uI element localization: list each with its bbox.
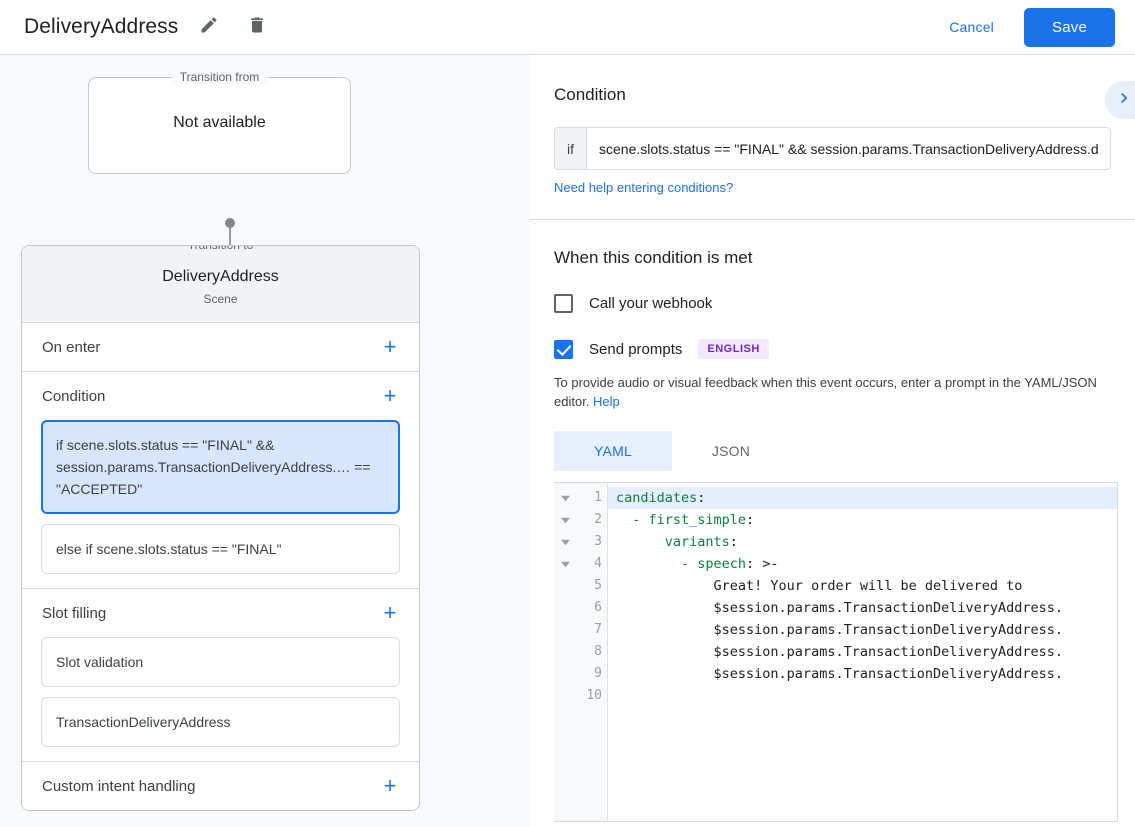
when-condition-met-block: When this condition is met Call your web… bbox=[530, 220, 1135, 471]
line-number: 2 bbox=[594, 512, 602, 527]
code-line: $session.params.TransactionDeliveryAddre… bbox=[616, 666, 1064, 682]
editor-format-tabs: YAML JSON bbox=[554, 431, 1111, 471]
call-webhook-label: Call your webhook bbox=[589, 295, 713, 312]
section-header: Condition + bbox=[22, 372, 419, 420]
condition-heading: Condition bbox=[554, 85, 626, 104]
panel-divider bbox=[530, 219, 1135, 220]
condition-list: if scene.slots.status == "FINAL" && sess… bbox=[22, 420, 419, 588]
yaml-editor[interactable]: 1 2 3 4 5 6 7 8 9 10 candidates: - first_simple: … bbox=[554, 482, 1118, 822]
section-title-slot-filling: Slot filling bbox=[42, 604, 107, 622]
cancel-button[interactable]: Cancel bbox=[933, 10, 1010, 44]
list-item[interactable]: TransactionDeliveryAddress bbox=[41, 697, 400, 747]
section-header: Slot filling + bbox=[22, 589, 419, 637]
chevron-right-icon bbox=[1114, 88, 1134, 113]
page-title: DeliveryAddress bbox=[24, 15, 179, 38]
transition-from-value: Not available bbox=[173, 114, 266, 131]
send-prompts-checkbox-row[interactable]: Send prompts ENGLISH bbox=[554, 339, 1111, 359]
fold-gutter-blank bbox=[554, 575, 576, 597]
prompts-help-link[interactable]: Help bbox=[593, 394, 620, 409]
line-number: 4 bbox=[594, 556, 602, 571]
section-custom-intent-handling: Custom intent handling + bbox=[22, 762, 419, 810]
section-on-enter: On enter + bbox=[22, 323, 419, 372]
code-line bbox=[608, 685, 1117, 707]
call-webhook-checkbox[interactable] bbox=[554, 294, 573, 313]
code-line: - first_simple: bbox=[616, 512, 755, 528]
transition-to-name: DeliveryAddress bbox=[162, 268, 279, 285]
language-badge: ENGLISH bbox=[698, 339, 769, 359]
add-slot-filling-button[interactable]: + bbox=[383, 600, 397, 625]
condition-input-group: if bbox=[554, 127, 1111, 170]
send-prompts-checkbox[interactable] bbox=[554, 339, 573, 359]
pencil-icon bbox=[199, 15, 219, 40]
save-button[interactable]: Save bbox=[1024, 7, 1115, 47]
line-number: 9 bbox=[594, 666, 602, 681]
left-panel: Transition from Not available Transition… bbox=[0, 55, 530, 827]
line-number: 10 bbox=[586, 688, 602, 703]
section-title-custom-intent: Custom intent handling bbox=[42, 777, 196, 795]
edit-name-button[interactable] bbox=[192, 10, 226, 44]
when-met-heading: When this condition is met bbox=[554, 248, 753, 267]
condition-help-link[interactable]: Need help entering conditions? bbox=[554, 180, 734, 195]
editor-fold-gutter bbox=[554, 483, 576, 821]
code-line: - speech: >- bbox=[616, 556, 779, 572]
right-panel: Condition if Need help entering conditio… bbox=[530, 55, 1135, 827]
fold-gutter-blank bbox=[554, 597, 576, 619]
condition-block: Condition if Need help entering conditio… bbox=[530, 55, 1135, 219]
delete-button[interactable] bbox=[240, 10, 274, 44]
list-item[interactable]: else if scene.slots.status == "FINAL" bbox=[41, 524, 400, 574]
fold-toggle-icon[interactable] bbox=[554, 531, 576, 553]
webhook-checkbox-row[interactable]: Call your webhook bbox=[554, 294, 1111, 313]
section-header: On enter + bbox=[22, 323, 419, 371]
line-number: 7 bbox=[594, 622, 602, 637]
add-condition-button[interactable]: + bbox=[383, 383, 397, 408]
line-number: 8 bbox=[594, 644, 602, 659]
editor-code-area[interactable]: candidates: - first_simple: variants: - … bbox=[608, 483, 1117, 821]
tab-json[interactable]: JSON bbox=[711, 443, 751, 459]
list-item[interactable]: Slot validation bbox=[41, 637, 400, 687]
transition-to-header: Transition to DeliveryAddress Scene bbox=[22, 246, 419, 323]
code-line: Great! Your order will be delivered to bbox=[616, 578, 1023, 594]
tab-yaml[interactable]: YAML bbox=[554, 431, 672, 471]
if-label: if bbox=[555, 128, 587, 169]
code-line: variants: bbox=[616, 534, 738, 550]
editor-line-numbers: 1 2 3 4 5 6 7 8 9 10 bbox=[576, 483, 608, 821]
trash-icon bbox=[247, 15, 267, 40]
collapse-panel-button[interactable] bbox=[1105, 81, 1135, 119]
code-line: $session.params.TransactionDeliveryAddre… bbox=[616, 644, 1064, 660]
fold-toggle-icon[interactable] bbox=[554, 487, 576, 509]
line-number: 3 bbox=[594, 534, 602, 549]
transition-from-legend: Transition from bbox=[171, 70, 268, 84]
fold-gutter-blank bbox=[554, 619, 576, 641]
section-slot-filling: Slot filling + Slot validation Transacti… bbox=[22, 589, 419, 762]
send-prompts-label: Send prompts bbox=[589, 340, 683, 358]
transition-from-box: Transition from Not available bbox=[88, 70, 351, 174]
fold-gutter-blank bbox=[554, 641, 576, 663]
section-header: Custom intent handling + bbox=[22, 762, 419, 810]
code-line: $session.params.TransactionDeliveryAddre… bbox=[616, 600, 1064, 616]
section-condition: Condition + if scene.slots.status == "FI… bbox=[22, 372, 419, 589]
add-on-enter-button[interactable]: + bbox=[383, 334, 397, 359]
section-title-condition: Condition bbox=[42, 387, 106, 405]
transition-to-type: Scene bbox=[203, 292, 238, 306]
transition-to-legend: Transition to bbox=[179, 246, 262, 252]
condition-expression-input[interactable] bbox=[587, 128, 1110, 169]
transition-to-panel: Transition to DeliveryAddress Scene On e… bbox=[21, 245, 420, 811]
code-line: $session.params.TransactionDeliveryAddre… bbox=[616, 622, 1064, 638]
list-item[interactable]: if scene.slots.status == "FINAL" && sess… bbox=[41, 420, 400, 514]
line-number: 5 bbox=[594, 578, 602, 593]
fold-toggle-icon[interactable] bbox=[554, 553, 576, 575]
section-title-on-enter: On enter bbox=[42, 338, 101, 356]
prompts-description-text: To provide audio or visual feedback when… bbox=[554, 375, 1097, 409]
fold-gutter-blank bbox=[554, 685, 576, 707]
line-number: 1 bbox=[594, 490, 602, 505]
add-custom-intent-button[interactable]: + bbox=[383, 773, 397, 798]
slot-filling-list: Slot validation TransactionDeliveryAddre… bbox=[22, 637, 419, 761]
fold-gutter-blank bbox=[554, 663, 576, 685]
prompts-description: To provide audio or visual feedback when… bbox=[554, 373, 1111, 411]
line-number: 6 bbox=[594, 600, 602, 615]
fold-toggle-icon[interactable] bbox=[554, 509, 576, 531]
code-line: candidates: bbox=[608, 487, 1117, 509]
app-header: DeliveryAddress Cancel Save bbox=[0, 0, 1135, 55]
